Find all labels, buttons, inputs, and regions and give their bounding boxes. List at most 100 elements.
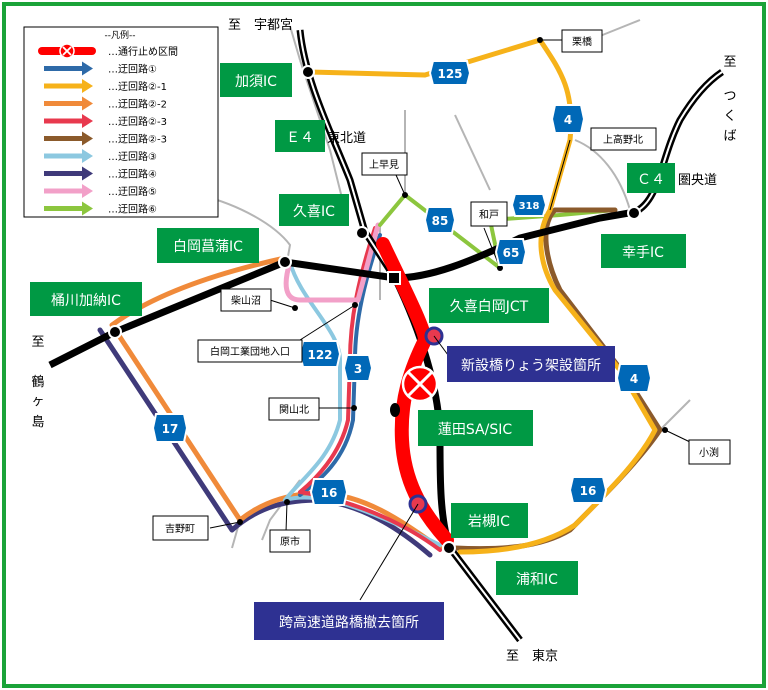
detour-route-6-line: [378, 193, 617, 270]
place-obuchi: 小渕: [699, 446, 719, 459]
arrow-icon: [82, 131, 93, 146]
kuki-shiraoka-jct-label: 久喜白岡JCT: [450, 299, 529, 315]
okegawa-kanou-ic-node: [108, 325, 122, 339]
route-16-east-shield: 16: [568, 476, 608, 504]
svg-text:125: 125: [437, 67, 462, 81]
place-shiraoka-industrial: 白岡工業団地入口: [210, 345, 290, 358]
route-125-shield: 125: [428, 60, 472, 86]
direction-tsukuba: 至 つ く ば: [723, 55, 736, 144]
kuki-shiraoka-jct-node: [387, 271, 401, 285]
place-kamitakano-kita: 上高野北: [603, 133, 643, 146]
svg-text:つ: つ: [723, 89, 736, 104]
route-3-shield: 3: [342, 354, 374, 382]
route-4-east-shield: 4: [615, 363, 653, 393]
route-16-shield: 16: [309, 478, 349, 506]
legend-item-label: …迂回路③: [108, 150, 157, 163]
arrow-icon: [82, 79, 93, 93]
overpass-removal-note: 跨高速道路橋撤去箇所: [279, 614, 419, 631]
shiraoka-shobu-ic-node: [278, 255, 292, 269]
route-4-shield: 4: [550, 104, 586, 134]
kazo-ic-node: [301, 65, 315, 79]
svg-text:島: 島: [31, 415, 44, 430]
legend-item-label: …迂回路⑤: [108, 185, 157, 198]
place-kamihayami: 上早見: [369, 159, 399, 171]
route-85-shield: 85: [423, 206, 457, 234]
arrow-icon: [82, 166, 93, 181]
arrow-icon: [82, 114, 93, 128]
legend-item-label: …通行止め区間: [108, 45, 178, 58]
legend-item: …迂回路②-3: [44, 114, 167, 128]
svg-text:ヶ: ヶ: [31, 394, 44, 409]
detour-route-2-2-line: [109, 255, 443, 551]
route-65-shield: 65: [494, 238, 528, 266]
legend-title: --凡例--: [105, 29, 136, 41]
urawa-ic-label: 浦和IC: [516, 572, 558, 588]
svg-text:ば: ば: [723, 129, 736, 144]
svg-text:く: く: [723, 109, 736, 124]
place-shibayamanuma: 柴山沼: [231, 294, 261, 307]
okegawa-kanou-ic-label: 桶川加納IC: [51, 293, 121, 309]
place-wado: 和戸: [479, 209, 499, 221]
closure-x-cross: [407, 371, 433, 397]
legend-item-label: …迂回路②-3: [108, 115, 167, 128]
svg-text:318: 318: [519, 201, 540, 212]
legend-item: …迂回路⑥: [44, 201, 157, 216]
legend-item: …迂回路②-1: [44, 79, 167, 93]
iwatsuki-ic-node: [442, 541, 456, 555]
hasuda-sa-node: [390, 403, 400, 417]
place-kurihashi: 栗橋: [572, 35, 592, 48]
legend-item: …迂回路②-3: [44, 131, 167, 146]
leader-lines: [209, 39, 691, 601]
legend-item: …通行止め区間: [38, 43, 178, 59]
direction-tsurugashima: 至 鶴 ヶ 島: [31, 335, 44, 430]
satte-ic-node: [627, 206, 641, 220]
route-318-shield: 318: [510, 193, 548, 217]
satte-ic-label: 幸手IC: [622, 245, 664, 261]
svg-text:16: 16: [580, 484, 597, 498]
kuki-ic-node: [355, 226, 369, 240]
arrow-icon: [82, 149, 93, 163]
ic-labels: 加須IC Ｅ４ 久喜IC 白岡菖蒲IC 桶川加納IC 久喜白岡JCT Ｃ４ 幸手…: [30, 63, 686, 595]
legend-item-label: …迂回路②-3: [108, 133, 167, 146]
hasuda-sa-label: 蓮田SA/SIC: [438, 422, 512, 438]
legend-item-label: …迂回路⑥: [108, 203, 157, 216]
ic-nodes: [108, 65, 641, 555]
tohoku-code-label: Ｅ４: [286, 130, 314, 146]
legend-item: …迂回路④: [44, 166, 157, 181]
legend-item: …迂回路③: [44, 149, 157, 163]
svg-text:65: 65: [503, 246, 520, 260]
svg-text:85: 85: [432, 214, 449, 228]
detour-route-5-line: [283, 222, 381, 303]
arrow-icon: [82, 201, 93, 216]
route-122-shield: 122: [298, 340, 342, 368]
place-yoshinocho: 吉野町: [165, 523, 195, 535]
tohoku-name-label: 東北道: [327, 130, 366, 146]
legend-item: …迂回路①: [44, 61, 157, 76]
kenodo-name-label: 圏央道: [678, 173, 717, 188]
kuki-ic-label: 久喜IC: [293, 204, 335, 220]
detour-routes: [97, 37, 663, 558]
legend-item: …迂回路⑤: [44, 184, 157, 198]
arrow-icon: [82, 96, 93, 111]
legend-item-label: …迂回路②-2: [108, 98, 167, 111]
route-17-shield: 17: [151, 413, 189, 443]
legend-item: …迂回路②-2: [44, 96, 167, 111]
svg-text:17: 17: [162, 422, 179, 436]
construction-notes: 新設橋りょう架設箇所 跨高速道路橋撤去箇所: [254, 346, 615, 640]
svg-text:16: 16: [321, 486, 338, 500]
svg-text:4: 4: [564, 113, 572, 127]
legend-item-label: …迂回路②-1: [108, 80, 167, 93]
place-boxes: 栗橋 上早見 上高野北 和戸 柴山沼 白岡工業団地入口 関山北 小渕 吉野町 原…: [152, 29, 731, 553]
svg-text:至: 至: [31, 335, 44, 350]
svg-text:3: 3: [354, 362, 362, 376]
arrow-icon: [82, 61, 93, 76]
place-haraichi: 原市: [280, 535, 300, 548]
bridge-construction-note: 新設橋りょう架設箇所: [461, 357, 601, 374]
legend-item-label: …迂回路①: [108, 63, 157, 76]
svg-text:4: 4: [630, 372, 638, 386]
kazo-ic-label: 加須IC: [235, 74, 277, 90]
iwatsuki-ic-label: 岩槻IC: [468, 513, 510, 530]
place-sekiyama-kita: 関山北: [279, 404, 309, 416]
svg-text:至: 至: [723, 55, 736, 70]
